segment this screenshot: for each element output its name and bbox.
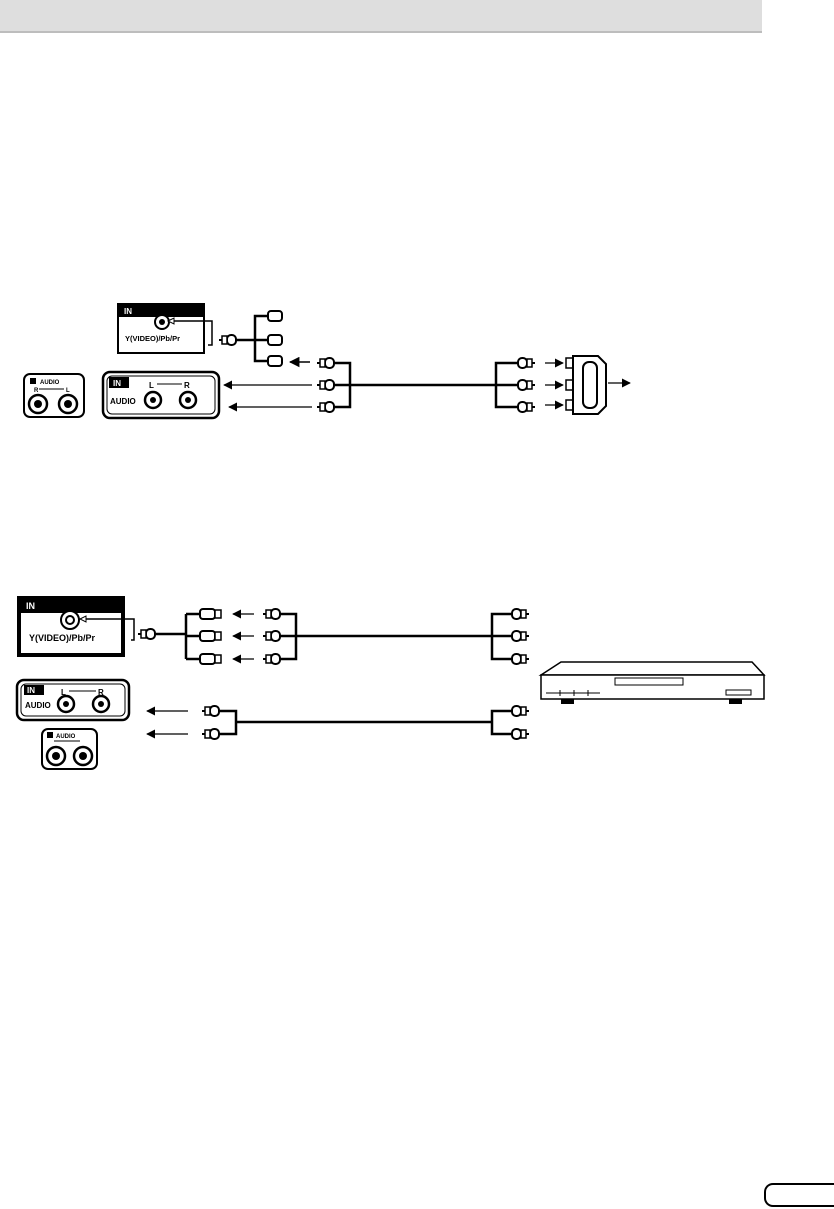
svg-text:AUDIO: AUDIO [56,734,76,740]
component-jack-label: Y(VIDEO)/Pb/Pr [125,334,180,343]
scart-adapter-icon [565,355,607,415]
component-jack-label: Y(VIDEO)/Pb/Pr [29,633,96,643]
page-number-tab [764,1183,834,1207]
dvd-player-icon [538,661,766,704]
component-jack-panel-2: IN Y(VIDEO)/Pb/Pr [17,596,125,657]
audio-panel-1: IN L R AUDIO [101,370,221,420]
svg-text:R: R [34,388,39,394]
panel-in-label: IN [124,307,132,316]
audio-panel-2: IN L R AUDIO [15,678,131,722]
audio-label: AUDIO [110,397,136,406]
svg-text:IN: IN [26,601,35,611]
audio-label: AUDIO [25,701,51,710]
audio-small-label: AUDIO [40,380,60,386]
rca-plug-icon [219,335,236,345]
svg-text:R: R [98,688,104,697]
audio-panel-small-2: AUDIO [41,728,98,770]
audio-panel-small-1: AUDIO R L [23,373,85,418]
svg-text:L: L [66,388,70,394]
svg-text:R: R [184,381,190,390]
header-rule [0,31,762,33]
svg-text:IN: IN [27,686,35,695]
svg-text:L: L [149,381,154,390]
svg-text:L: L [61,688,66,697]
component-jack-panel-1: IN Y(VIDEO)/Pb/Pr [117,303,205,354]
audio-in-label: IN [113,379,121,388]
header-bar [0,0,762,31]
